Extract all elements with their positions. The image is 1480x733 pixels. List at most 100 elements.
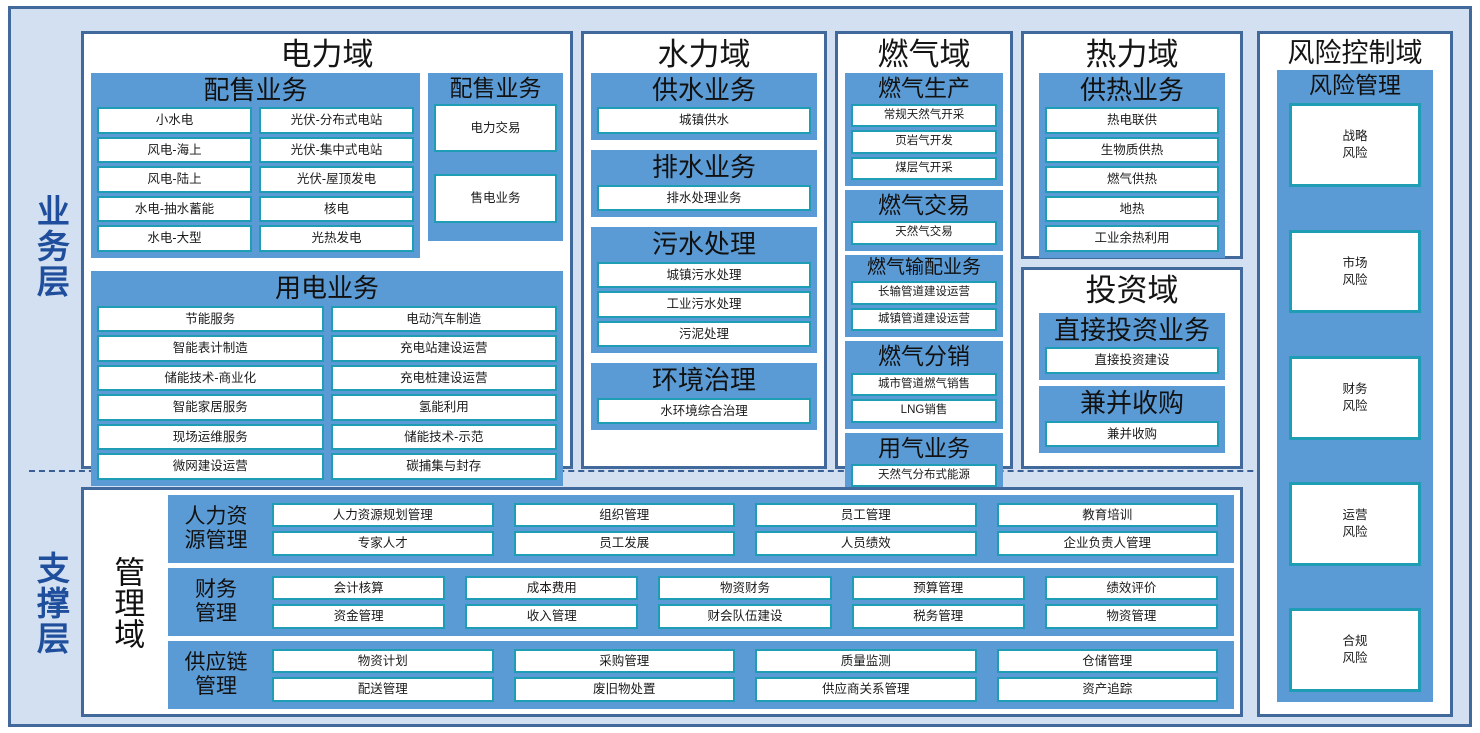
mgmt-row-title: 财务 管理	[195, 577, 237, 625]
chip-item[interactable]: 微网建设运营	[97, 453, 324, 480]
mgmt-cell: 组织管理 员工发展	[504, 499, 746, 559]
chip-item[interactable]: 财会队伍建设	[658, 604, 832, 629]
chip-item[interactable]: 排水处理业务	[597, 184, 811, 212]
chip-item[interactable]: 节能服务	[97, 305, 324, 333]
chip-item[interactable]: 储能技术-示范	[330, 423, 557, 451]
chip-item[interactable]: 城市管道燃气销售	[851, 372, 997, 396]
chip-item[interactable]: 供应商关系管理	[755, 677, 977, 702]
mgmt-cell: 会计核算 资金管理	[262, 572, 455, 632]
chip-item[interactable]: 燃气供热	[1045, 166, 1219, 193]
chip-item[interactable]: 长输管道建设运营	[851, 281, 997, 305]
chip-item[interactable]: 物资计划	[272, 648, 494, 673]
chip-item[interactable]: 预算管理	[851, 575, 1025, 600]
group-gas-consumption: 用气业务 天然气分布式能源	[845, 432, 1003, 494]
chip-item[interactable]: 天然气交易	[851, 221, 997, 245]
chip-item[interactable]: 配送管理	[272, 677, 494, 702]
chip-item[interactable]: 充电桩建设运营	[330, 364, 557, 392]
chip-item[interactable]: 核电	[259, 195, 414, 223]
chip-item[interactable]: 成本费用	[465, 575, 639, 600]
chip-item[interactable]: 热电联供	[1045, 107, 1219, 134]
group-gas-distribution: 燃气分销 城市管道燃气销售 LNG销售	[845, 341, 1003, 429]
chip-item[interactable]: 企业负责人管理	[996, 531, 1218, 556]
group-title: 供水业务	[651, 74, 756, 105]
chip-item[interactable]: 绩效评价	[1044, 575, 1219, 600]
chip-item[interactable]: 资产追踪	[996, 677, 1218, 702]
chip-item[interactable]: 碳捕集与封存	[330, 453, 557, 480]
chip-item[interactable]: 资金管理	[272, 604, 446, 629]
group-title: 供热业务	[1079, 74, 1184, 105]
risk-item[interactable]: 合规 风险	[1289, 608, 1421, 693]
chip-item[interactable]: 水电-抽水蓄能	[97, 195, 252, 223]
chip-item[interactable]: 光伏-屋顶发电	[259, 166, 414, 193]
chip-item[interactable]: 智能表计制造	[97, 335, 324, 362]
chip-item[interactable]: 天然气分布式能源	[851, 463, 997, 488]
chip-item[interactable]: 城镇供水	[597, 107, 811, 134]
chip-item[interactable]: 现场运维服务	[97, 423, 324, 451]
chip-item[interactable]: 物资财务	[658, 575, 832, 600]
group-title: 风险管理	[1309, 72, 1401, 99]
group-title: 配售业务	[203, 74, 308, 105]
chip-item[interactable]: 城镇污水处理	[597, 261, 811, 289]
chip-item[interactable]: 兼并收购	[1045, 420, 1219, 448]
domain-investment: 投资域 直接投资业务 直接投资建设 兼并收购 兼并收购	[1021, 267, 1243, 469]
chip-item[interactable]: 专家人才	[272, 531, 494, 556]
domain-risk-control: 风险控制域 风险管理 战略 风险 市场 风险 财务 风险 运营 风险 合规 风险	[1257, 31, 1453, 717]
chip-item[interactable]: 电动汽车制造	[330, 305, 557, 333]
chip-item[interactable]: 组织管理	[513, 502, 735, 527]
chip-item[interactable]: 光热发电	[259, 225, 414, 252]
domain-title-investment: 投资域	[1085, 273, 1179, 308]
chip-item[interactable]: 税务管理	[851, 604, 1025, 629]
risk-item[interactable]: 财务 风险	[1289, 355, 1421, 440]
chip-item[interactable]: 水环境综合治理	[597, 397, 811, 425]
chip-item[interactable]: 会计核算	[272, 575, 446, 600]
group-heat-supply: 供热业务 热电联供 生物质供热 燃气供热 地热 工业余热利用	[1039, 72, 1225, 258]
chip-item[interactable]: 常规天然气开采	[851, 103, 997, 128]
chip-item[interactable]: 直接投资建设	[1045, 347, 1219, 374]
chip-item[interactable]: 风电-海上	[97, 136, 252, 164]
mgmt-cell: 员工管理 人员绩效	[745, 499, 987, 559]
mgmt-cell: 采购管理 废旧物处置	[504, 645, 746, 705]
chip-item[interactable]: 储能技术-商业化	[97, 364, 324, 392]
chip-item[interactable]: 智能家居服务	[97, 394, 324, 421]
risk-item[interactable]: 战略 风险	[1289, 103, 1421, 188]
chip-item[interactable]: 生物质供热	[1045, 136, 1219, 164]
support-layer-label: 支撑层	[32, 551, 70, 656]
chip-item[interactable]: 光伏-分布式电站	[259, 107, 414, 134]
chip-item[interactable]: LNG销售	[851, 399, 997, 423]
chip-item[interactable]: 污泥处理	[597, 320, 811, 348]
chip-item[interactable]: 员工发展	[513, 531, 735, 556]
chip-item[interactable]: 仓储管理	[996, 648, 1218, 673]
chip-item[interactable]: 地热	[1045, 195, 1219, 223]
chip-item[interactable]: 页岩气开发	[851, 130, 997, 154]
chip-item[interactable]: 收入管理	[465, 604, 639, 629]
chip-item[interactable]: 废旧物处置	[513, 677, 735, 702]
chip-item[interactable]: 员工管理	[755, 502, 977, 527]
chip-item[interactable]: 教育培训	[996, 502, 1218, 527]
domain-heat: 热力域 供热业务 热电联供 生物质供热 燃气供热 地热 工业余热利用	[1021, 31, 1243, 259]
chip-item[interactable]: 售电业务	[434, 174, 557, 223]
chip-item[interactable]: 人力资源规划管理	[272, 502, 494, 527]
chip-item[interactable]: 小水电	[97, 107, 252, 134]
chip-item[interactable]: 充电站建设运营	[330, 335, 557, 362]
group-power-consumption: 用电业务 节能服务 智能表计制造 储能技术-商业化 智能家居服务 现场运维服务 …	[91, 270, 563, 486]
chip-item[interactable]: 电力交易	[434, 103, 557, 153]
chip-item[interactable]: 采购管理	[513, 648, 735, 673]
risk-item[interactable]: 市场 风险	[1289, 229, 1421, 314]
risk-item[interactable]: 运营 风险	[1289, 482, 1421, 566]
chip-item[interactable]: 人员绩效	[755, 531, 977, 556]
group-title: 污水处理	[651, 229, 756, 260]
chip-item[interactable]: 氢能利用	[330, 394, 557, 421]
group-title: 燃气输配业务	[866, 256, 981, 278]
chip-item[interactable]: 工业余热利用	[1045, 225, 1219, 252]
chip-item[interactable]: 煤层气开采	[851, 156, 997, 181]
mgmt-cell: 成本费用 收入管理	[455, 572, 648, 632]
group-direct-investment: 直接投资业务 直接投资建设	[1039, 312, 1225, 380]
chip-item[interactable]: 水电-大型	[97, 225, 252, 252]
chip-item[interactable]: 光伏-集中式电站	[259, 136, 414, 164]
chip-item[interactable]: 物资管理	[1044, 604, 1219, 629]
group-water-drainage: 排水业务 排水处理业务	[591, 149, 817, 218]
chip-item[interactable]: 工业污水处理	[597, 291, 811, 318]
chip-item[interactable]: 城镇管道建设运营	[851, 307, 997, 332]
chip-item[interactable]: 风电-陆上	[97, 166, 252, 193]
chip-item[interactable]: 质量监测	[755, 648, 977, 673]
